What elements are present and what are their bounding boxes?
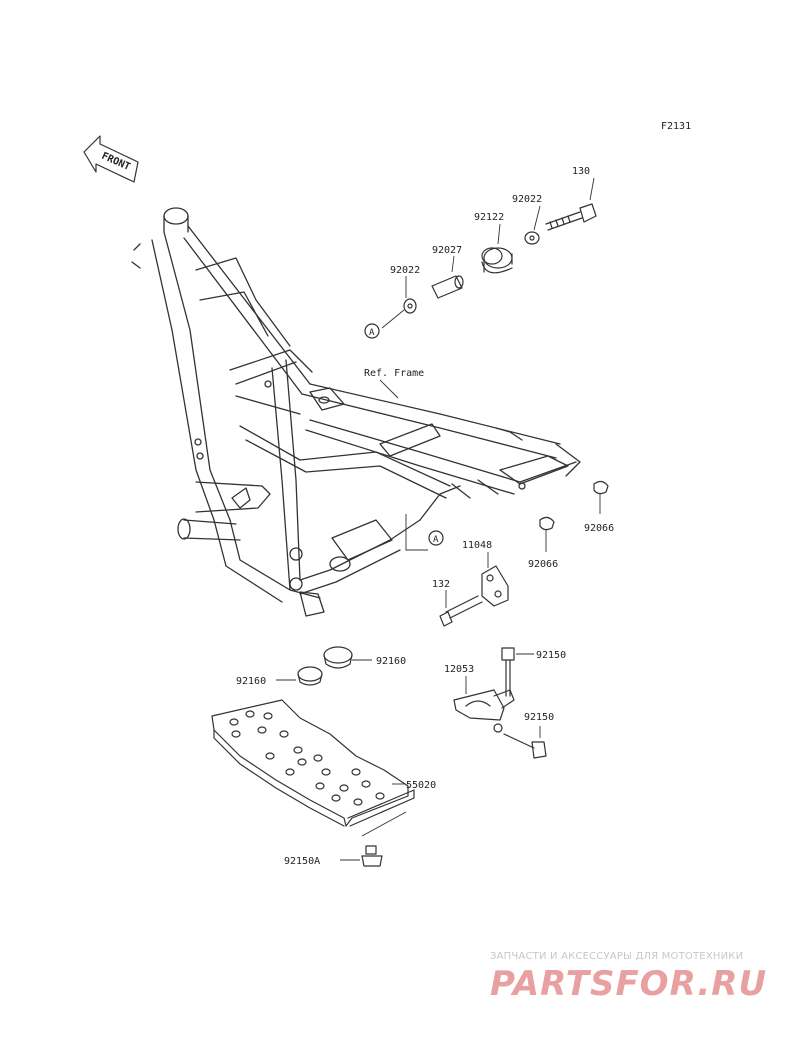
part-number-11048: 11048: [462, 540, 492, 551]
front-arrow-icon: FRONT: [83, 135, 139, 183]
skid-plate-55020: [211, 699, 415, 837]
cap-92066-left: [539, 516, 555, 552]
part-number-92160-left: 92160: [236, 676, 266, 687]
guide-12053: [453, 676, 515, 733]
motorcycle-frame: [131, 207, 581, 617]
diagram-code: F2131: [661, 121, 691, 132]
washer-92022-lower: [381, 276, 417, 329]
sleeve-92027: [431, 255, 464, 299]
skid-plate-holes: [229, 710, 385, 806]
part-number-92022-lower: 92022: [390, 265, 420, 276]
part-number-92160-right: 92160: [376, 656, 406, 667]
watermark-brand-logo: PARTSFOR.RU: [490, 964, 767, 1001]
svg-text:PARTSFOR.RU: PARTSFOR.RU: [490, 964, 767, 1001]
watermark-tagline: ЗАПЧАСТИ И АКСЕССУАРЫ ДЛЯ МОТОТЕХНИКИ: [490, 951, 744, 962]
bolt-130: [545, 177, 597, 231]
ref-frame-label: Ref. Frame: [364, 368, 424, 379]
bracket-11048: [481, 552, 509, 607]
part-number-92022-upper: 92022: [512, 194, 542, 205]
marker-a-lower-label: A: [433, 535, 439, 545]
part-number-92150-lower: 92150: [524, 712, 554, 723]
marker-a-top: A: [364, 323, 380, 339]
bushing-92122: [481, 223, 513, 274]
part-number-92150-upper: 92150: [536, 650, 566, 661]
part-number-132: 132: [432, 579, 450, 590]
cap-92066-right: [593, 480, 609, 514]
part-number-92066-left: 92066: [528, 559, 558, 570]
bolt-92150-upper: [501, 647, 534, 697]
part-number-92122: 92122: [474, 212, 504, 223]
bolt-92150-lower: [503, 726, 547, 759]
plug-92160-left: [276, 666, 323, 686]
washer-92022-upper: [524, 205, 541, 245]
bolt-92150A: [340, 845, 383, 867]
part-number-12053: 12053: [444, 664, 474, 675]
part-number-92150A: 92150A: [284, 856, 320, 867]
part-number-55020: 55020: [406, 780, 436, 791]
marker-a-lower: A: [405, 514, 444, 551]
part-number-92027: 92027: [432, 245, 462, 256]
part-number-92066-right: 92066: [584, 523, 614, 534]
front-label: FRONT: [100, 151, 132, 173]
marker-a-top-label: A: [369, 328, 375, 338]
part-number-130: 130: [572, 166, 590, 177]
bolt-132: [439, 590, 483, 627]
plug-92160-right: [323, 646, 372, 669]
